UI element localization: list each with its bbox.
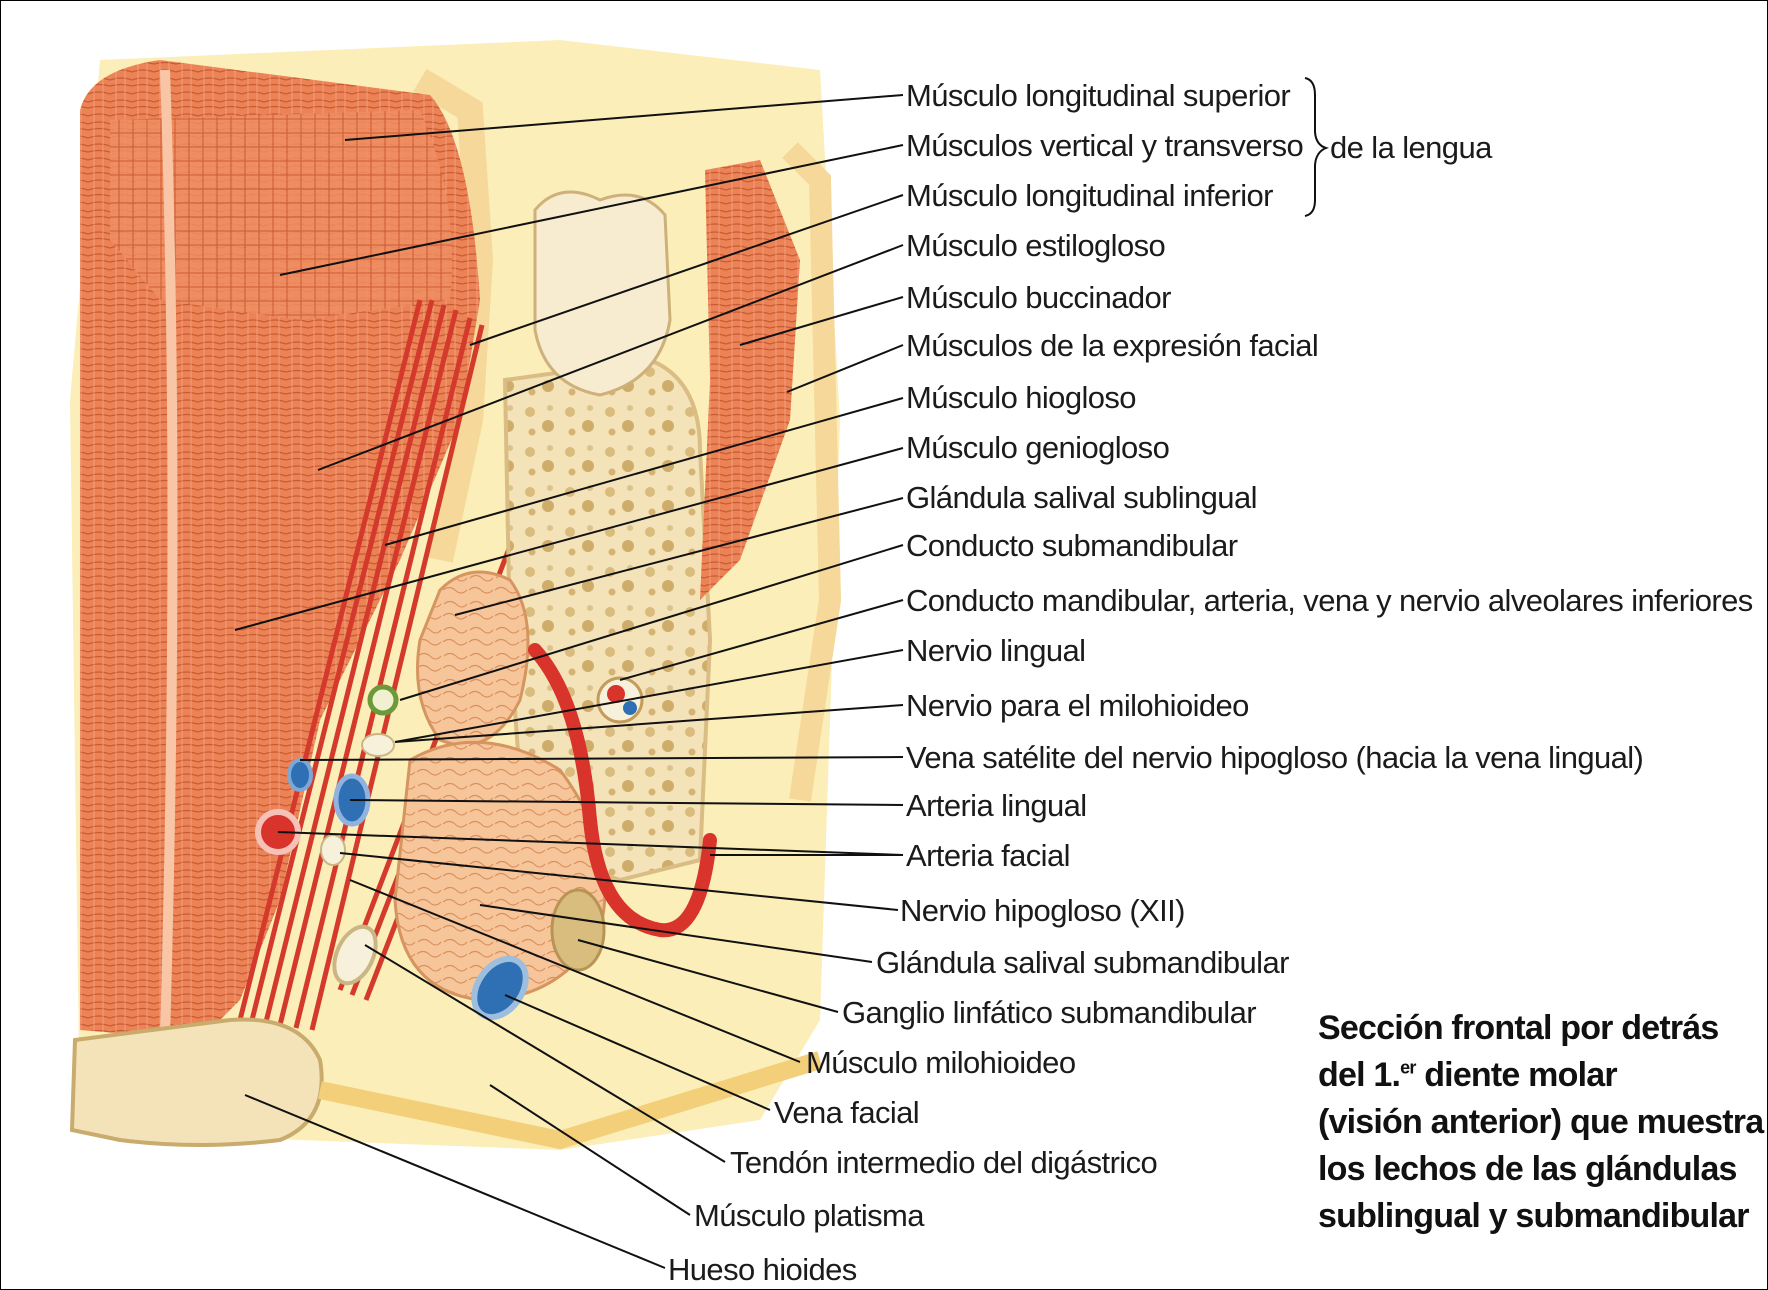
label-mylohyoid-muscle: Músculo milohioideo [806, 1045, 1075, 1081]
caption-superscript: er [1400, 1058, 1415, 1078]
caption-line-5: sublingual y submandibular [1318, 1193, 1758, 1240]
label-inferior-longitudinal: Músculo longitudinal inferior [906, 178, 1273, 214]
label-hypoglossal-nerve: Nervio hipogloso (XII) [900, 893, 1185, 929]
bracket [1305, 78, 1326, 216]
caption-line-2-suffix: diente molar [1416, 1056, 1617, 1094]
submandibular-duct [370, 687, 396, 713]
label-facial-artery: Arteria facial [906, 838, 1070, 874]
caption-line-2: del 1.er diente molar [1318, 1052, 1758, 1099]
lymph-node [552, 890, 604, 970]
hyoid-bone [72, 1020, 322, 1146]
label-superior-longitudinal: Músculo longitudinal superior [906, 78, 1290, 114]
label-genioglossus: Músculo geniogloso [906, 430, 1169, 466]
caption-line-4: los lechos de las glándulas [1318, 1146, 1758, 1193]
label-mandibular-canal: Conducto mandibular, arteria, vena y ner… [906, 583, 1753, 619]
label-facial-vein: Vena facial [774, 1095, 919, 1131]
label-submandibular-duct: Conducto submandibular [906, 528, 1237, 564]
label-platysma: Músculo platisma [694, 1198, 924, 1234]
label-styloglossus: Músculo estilogloso [906, 228, 1165, 264]
label-lymph-node: Ganglio linfático submandibular [842, 995, 1256, 1031]
label-submandibular-gland: Glándula salival submandibular [876, 945, 1289, 981]
caption-line-2-prefix: del 1. [1318, 1056, 1400, 1094]
caption-line-1: Sección frontal por detrás [1318, 1005, 1758, 1052]
label-lingual-nerve: Nervio lingual [906, 633, 1085, 669]
label-sublingual-gland: Glándula salival sublingual [906, 480, 1257, 516]
caption-line-3: (visión anterior) que muestra [1318, 1099, 1758, 1146]
hypoglossal-nerve [321, 835, 345, 865]
label-facial-expression: Músculos de la expresión facial [906, 328, 1318, 364]
hypoglossal-satellite-vein [289, 760, 311, 790]
label-vertical-transverse: Músculos vertical y transverso [906, 128, 1303, 164]
label-satellite-vein: Vena satélite del nervio hipogloso (haci… [906, 740, 1643, 776]
figure-caption: Sección frontal por detrás del 1.er dien… [1318, 1005, 1758, 1240]
label-buccinator: Músculo buccinador [906, 280, 1171, 316]
molar-tooth [535, 192, 670, 395]
label-lingual-artery: Arteria lingual [906, 788, 1087, 824]
tongue-upper-grid [110, 110, 452, 320]
label-group-tongue: de la lengua [1330, 130, 1492, 166]
lingual-nerve [362, 734, 394, 756]
label-digastric-tendon: Tendón intermedio del digástrico [730, 1145, 1157, 1181]
label-hyoid-bone: Hueso hioides [668, 1252, 857, 1288]
label-hyoglossus: Músculo hiogloso [906, 380, 1136, 416]
label-mylohyoid-nerve: Nervio para el milohioideo [906, 688, 1249, 724]
